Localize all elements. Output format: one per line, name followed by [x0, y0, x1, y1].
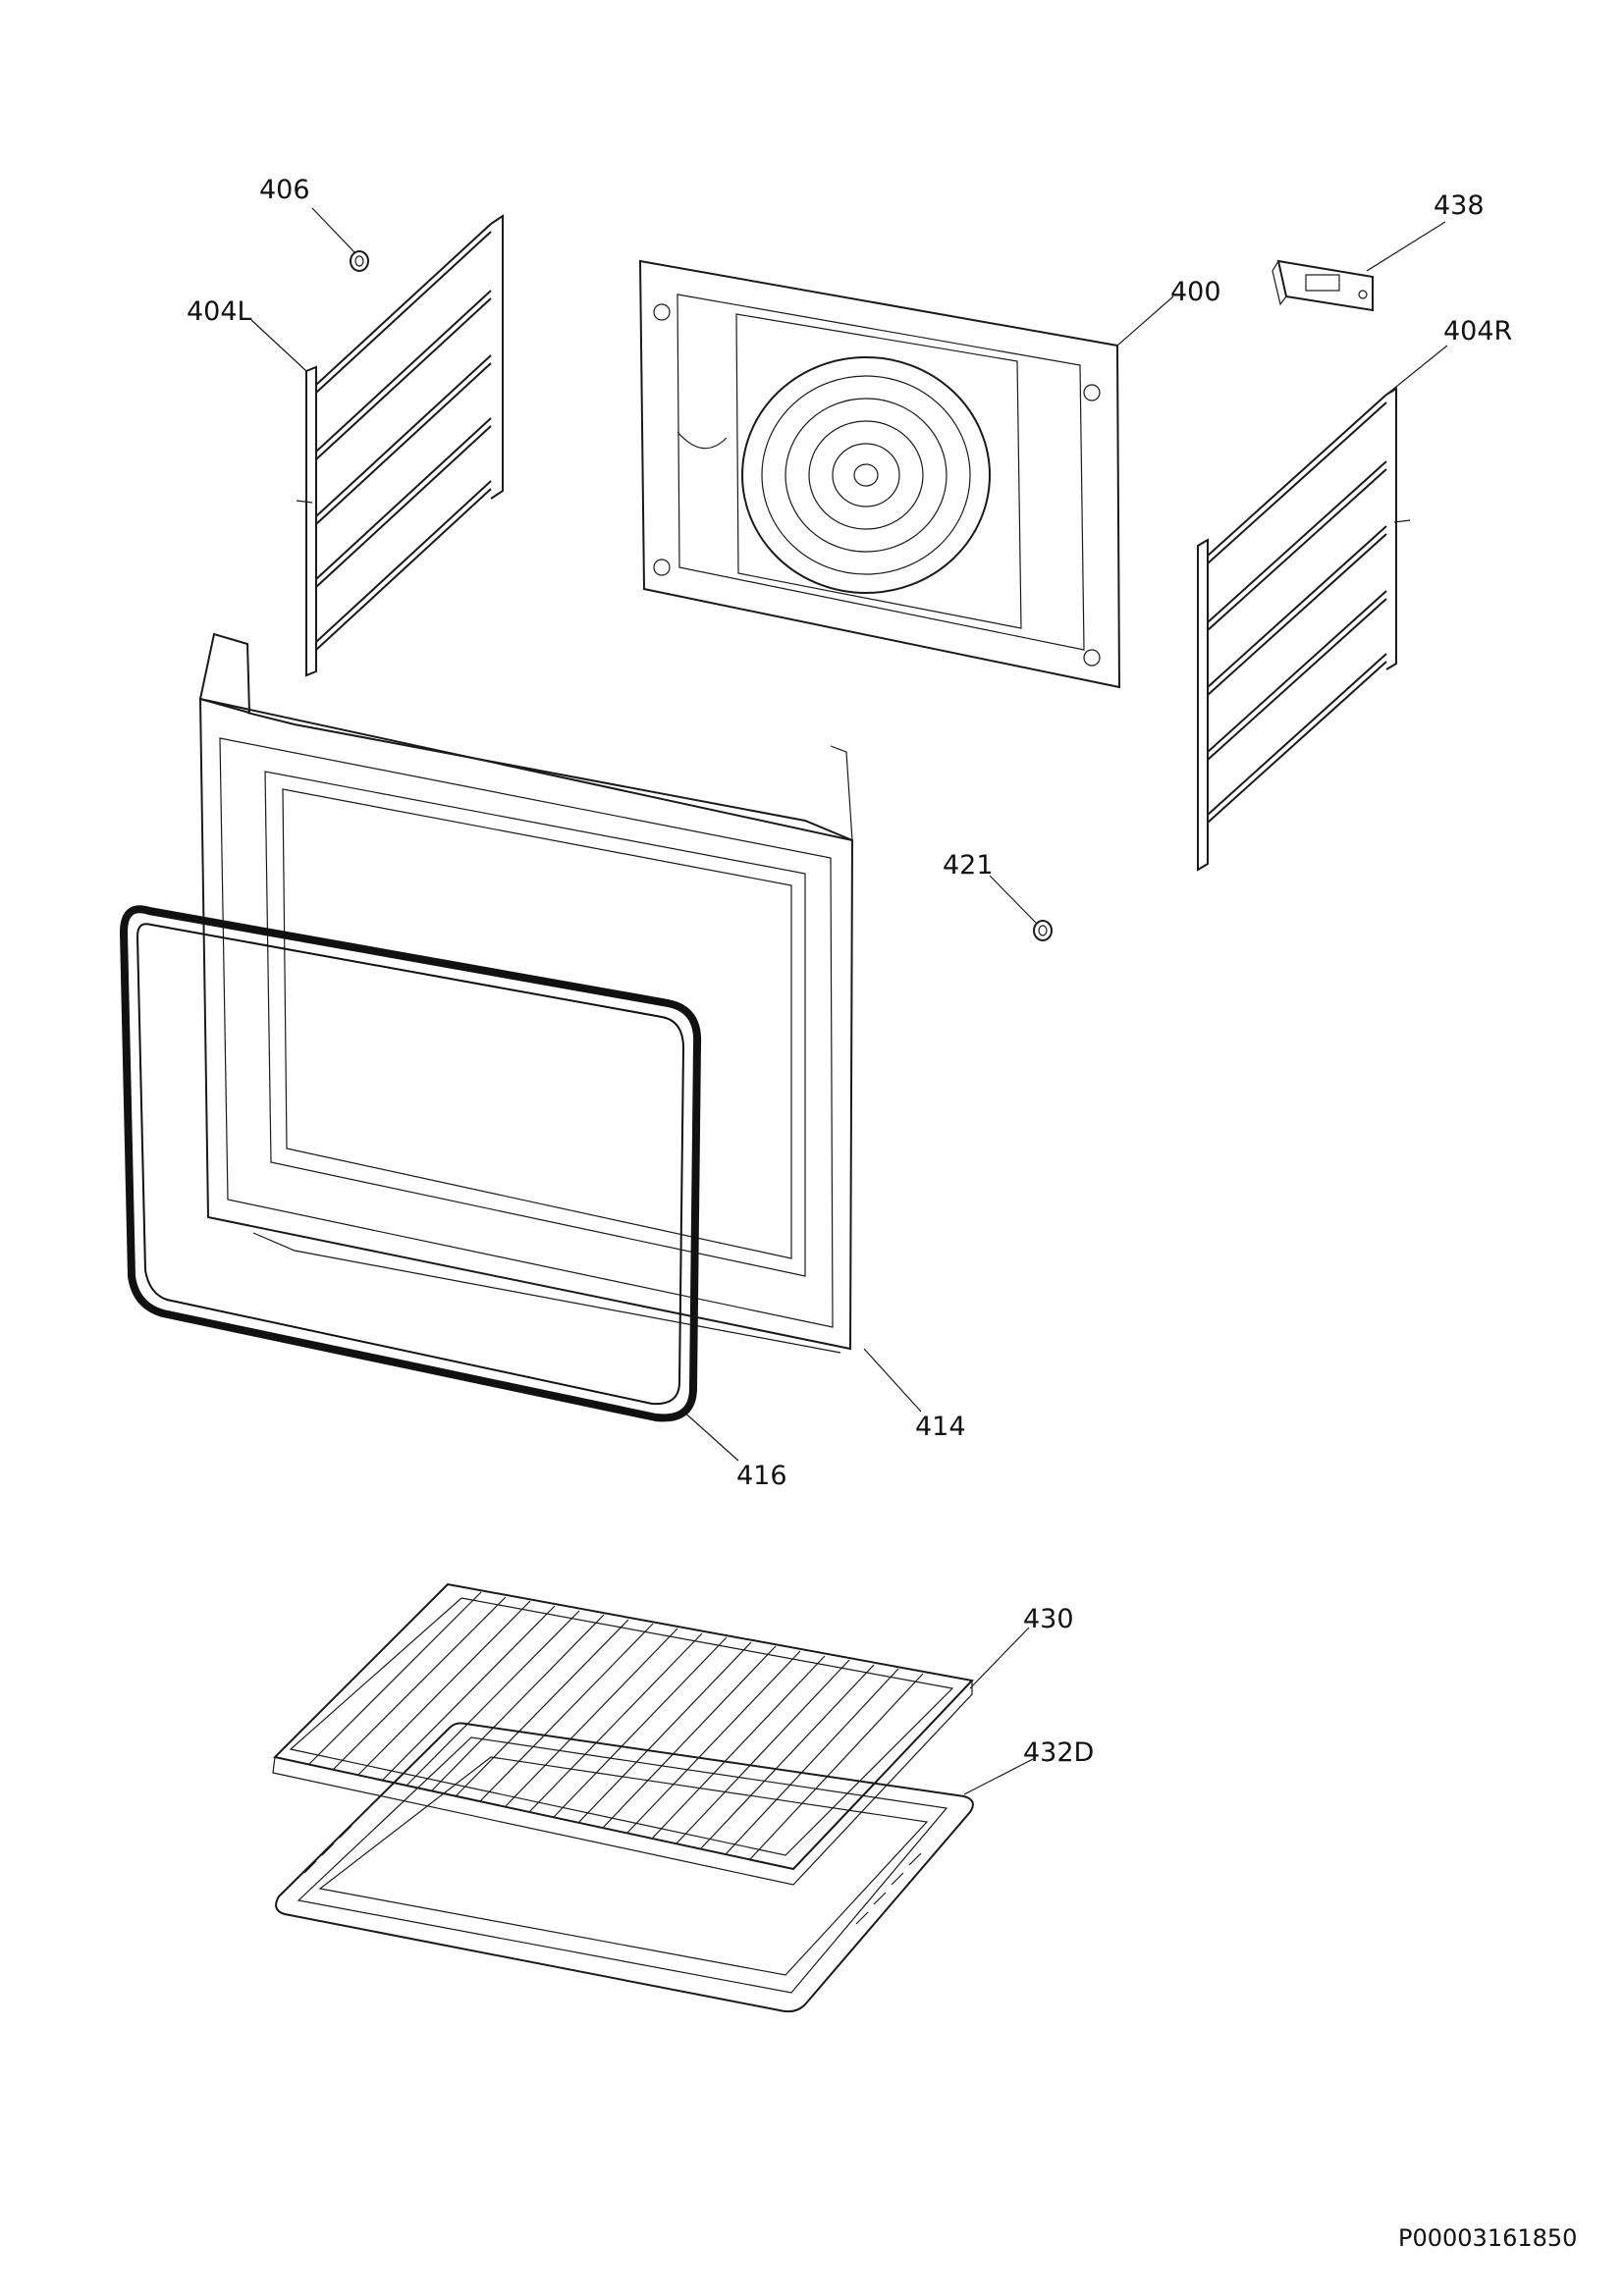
callout-438: 438 — [1434, 190, 1485, 221]
part-421-screw — [1033, 920, 1053, 941]
leader-lines — [250, 207, 1448, 1795]
part-438-bracket — [1272, 259, 1374, 312]
part-414-cavity-frame — [198, 632, 854, 1354]
callout-430: 430 — [1023, 1604, 1074, 1634]
part-416-door-gasket — [120, 905, 702, 1422]
callout-404L: 404L — [187, 296, 252, 327]
callout-432D: 432D — [1023, 1737, 1095, 1768]
callout-400: 400 — [1170, 277, 1221, 307]
part-400-back-panel — [638, 259, 1121, 689]
part-406-grommet — [350, 250, 369, 272]
part-432D-baking-tray — [275, 1722, 974, 2013]
part-404R-right-shelf-support — [1197, 387, 1411, 872]
callout-421: 421 — [943, 850, 994, 881]
callout-404R: 404R — [1443, 316, 1513, 347]
part-404L-left-shelf-support — [296, 214, 504, 677]
callout-414: 414 — [915, 1412, 966, 1442]
part-430-wire-rack — [272, 1582, 974, 1886]
document-id: P00003161850 — [1398, 2224, 1578, 2252]
callout-416: 416 — [736, 1461, 787, 1491]
callout-406: 406 — [259, 175, 310, 205]
